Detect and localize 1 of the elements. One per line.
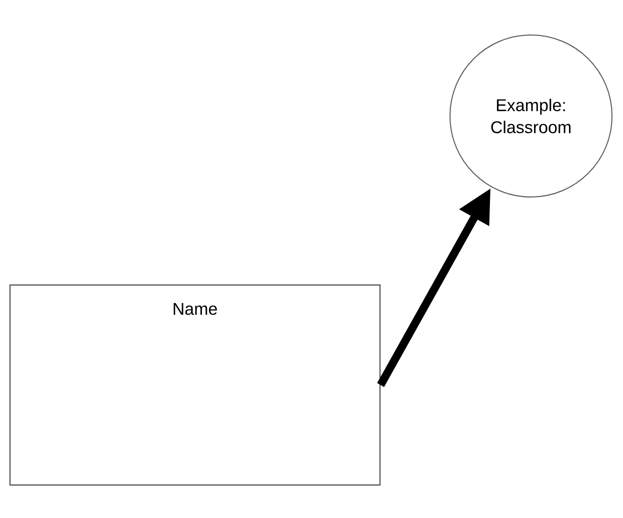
box: Name — [9, 284, 381, 486]
